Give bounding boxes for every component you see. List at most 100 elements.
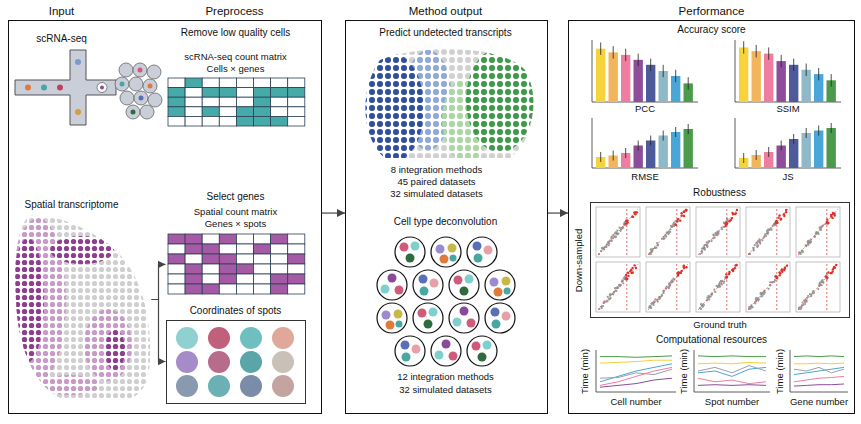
scatter-frame	[746, 262, 790, 312]
count-matrix-cell	[288, 88, 305, 98]
error-bar	[768, 47, 769, 59]
time-line	[600, 356, 672, 357]
diagonal-line	[698, 209, 738, 255]
spot-circle	[208, 327, 230, 349]
bar	[671, 132, 680, 168]
scatter-frame	[796, 207, 840, 257]
count-matrix-cell	[254, 88, 271, 98]
error-bar	[613, 46, 614, 58]
spatial-matrix-cell	[254, 244, 271, 254]
count-matrix-cell	[219, 97, 236, 107]
axis-label: Spot number	[705, 397, 759, 408]
circle-shape	[133, 63, 147, 77]
scatter-point	[778, 214, 780, 216]
scatter-point	[760, 295, 762, 297]
count-matrix-cell	[168, 107, 185, 117]
count-matrix-cell	[288, 107, 305, 117]
section-heading: Remove low quality cells	[181, 27, 291, 39]
axis-label: JS	[782, 172, 793, 183]
circle-shape	[126, 105, 140, 119]
chart-axis	[735, 102, 841, 103]
illustration-group: scRNA-seq	[12, 30, 162, 128]
scatter-point	[715, 234, 717, 236]
bar	[827, 128, 836, 168]
scatter-frame	[796, 262, 840, 312]
spatial-matrix-cell	[168, 284, 185, 294]
scatter-point	[754, 244, 756, 246]
scatter-point	[819, 227, 821, 229]
chart-axis	[596, 350, 597, 392]
axis-label: Ground truth	[693, 320, 746, 331]
panel-heading: Performance	[679, 5, 745, 18]
ellipse-shape	[84, 309, 132, 381]
arrow-connector	[548, 212, 568, 213]
scatter-point	[667, 286, 669, 288]
microfluidic-chip	[15, 50, 116, 125]
count-matrix-cell	[202, 116, 219, 126]
scatter-point	[757, 245, 759, 247]
scatter-point	[662, 238, 664, 240]
count-matrix-cell	[202, 97, 219, 107]
circle-shape	[148, 84, 153, 89]
spatial-matrix-cell	[254, 254, 271, 264]
scatter-point	[765, 235, 767, 237]
count-matrix-cell	[219, 78, 236, 88]
spatial-matrix-cell	[288, 234, 305, 244]
spatial-matrix-cell	[168, 264, 185, 274]
illustration-group: Spatial transcriptome	[12, 196, 152, 404]
spot-circle	[272, 327, 294, 349]
scatter-point	[614, 287, 616, 289]
count-matrix-cell	[219, 88, 236, 98]
axis-label: Time (min)	[581, 348, 592, 393]
threshold-line	[676, 264, 677, 310]
scatter-point	[716, 285, 718, 287]
spatial-matrix-cell	[288, 244, 305, 254]
spot-circle	[240, 327, 262, 349]
ellipse-shape	[50, 236, 114, 264]
spatial-matrix-cell	[202, 244, 219, 254]
scatter-point	[632, 216, 634, 218]
use-shape	[377, 303, 407, 333]
error-bar	[768, 147, 769, 157]
time-line	[600, 369, 672, 378]
matrix-group: Remove low quality cellsscRNA-seq count …	[166, 24, 306, 128]
count-matrix-cell	[271, 78, 288, 88]
spot-circle	[176, 327, 198, 349]
count-matrix-cell	[236, 97, 253, 107]
spatial-matrix-cell	[271, 244, 288, 254]
scatter-point	[654, 298, 656, 300]
spatial-matrix-cell	[254, 284, 271, 294]
chart-axis	[790, 392, 848, 393]
error-bar	[806, 128, 807, 138]
time-line	[794, 376, 844, 381]
ellipse-shape	[360, 53, 424, 163]
axis-label: Time (min)	[776, 348, 787, 393]
spatial-matrix-cell	[168, 274, 185, 284]
section-group: Cell type deconvolution12 integration me…	[350, 212, 543, 400]
circle-shape	[100, 86, 104, 90]
bar	[634, 60, 643, 102]
error-bar	[818, 126, 819, 136]
scatter-point	[767, 288, 769, 290]
circle-shape	[147, 65, 161, 79]
scatter-point	[756, 297, 758, 299]
rect-shape	[355, 40, 540, 165]
section-heading: Predict undetected transcripts	[379, 27, 511, 39]
error-bar	[650, 59, 651, 71]
error-bar	[743, 153, 744, 163]
time-line	[600, 360, 672, 363]
circle-shape	[138, 68, 143, 73]
section-heading: scRNA-seq	[36, 33, 87, 45]
scatter-point	[601, 247, 603, 249]
scatter-point	[831, 217, 833, 219]
arrow-connector	[322, 212, 345, 213]
scatter-point	[734, 213, 736, 215]
circle-shape	[131, 110, 136, 115]
count-matrix-cell	[236, 107, 253, 117]
diagonal-line	[748, 209, 788, 255]
chart-axis	[592, 168, 698, 169]
ellipse-shape	[105, 330, 125, 370]
scatter-point	[716, 285, 718, 287]
scatter-point	[657, 300, 659, 302]
bar	[596, 49, 605, 102]
